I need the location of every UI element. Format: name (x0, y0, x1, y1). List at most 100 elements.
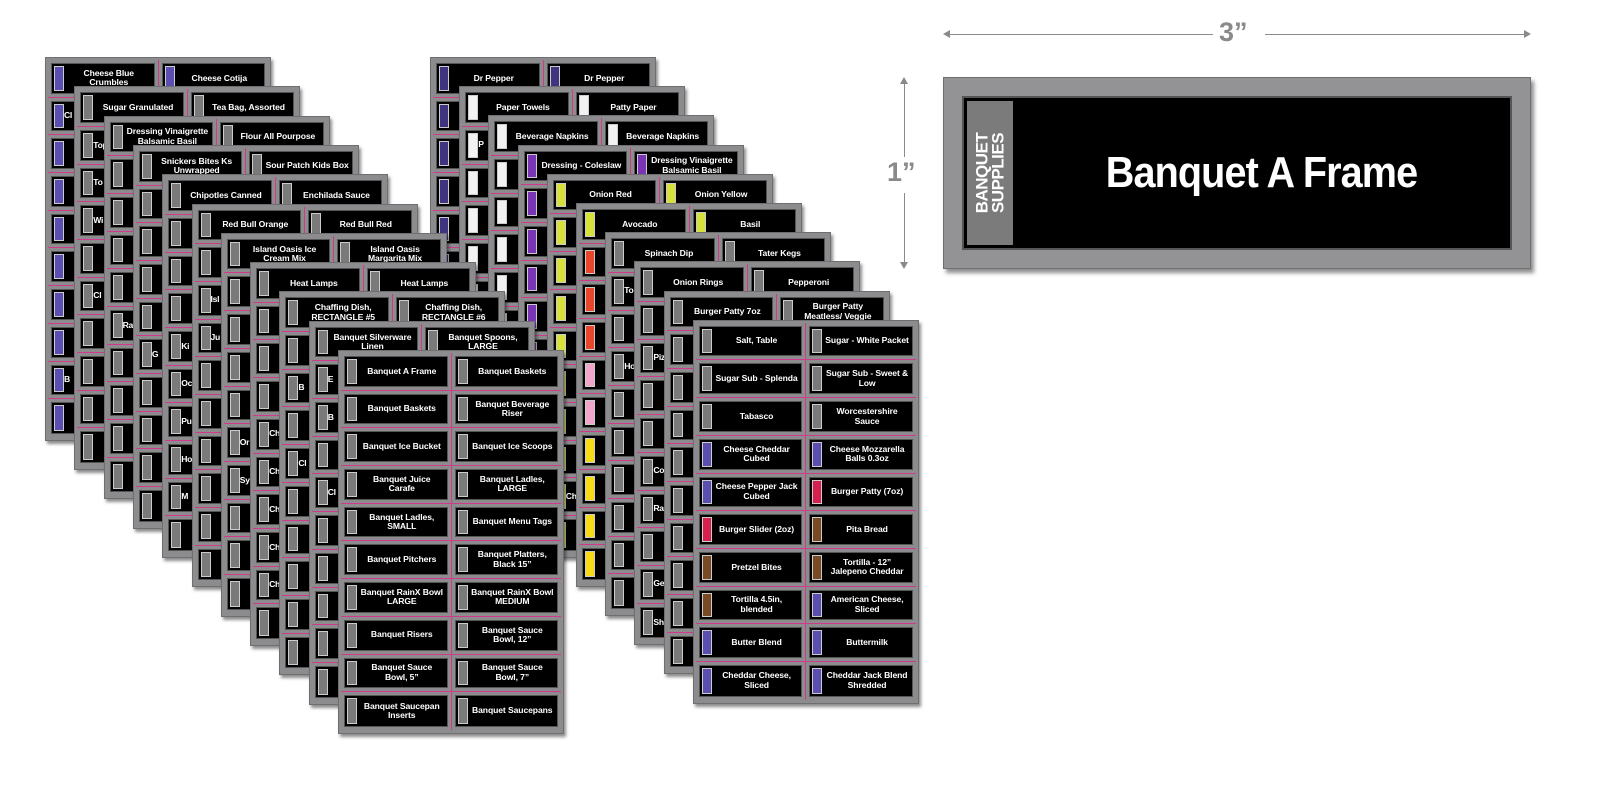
label-row: Cheese Pepper Jack Cubed Burger Patty (7o… (695, 473, 916, 512)
category-tab (229, 279, 240, 305)
label: Buttermilk (805, 624, 916, 661)
category-tab (457, 547, 468, 573)
label-text: Sy (239, 474, 250, 485)
label: Sugar Sub - Sweet & Low (805, 360, 916, 398)
category-tab (288, 601, 299, 627)
label-text: Cheese Cheddar Cubed (723, 443, 790, 464)
label: Cheese Cheddar Cubed (696, 436, 806, 473)
category-tab (317, 329, 328, 355)
category-tab (83, 359, 94, 384)
label: Banquet Ice Bucket (341, 428, 451, 465)
label-text: Chaffing Dish, RECTANGLE #5 (311, 302, 375, 322)
category-tab (497, 237, 508, 263)
category-tab (288, 451, 299, 476)
label-text: Heat Lamps (400, 277, 449, 288)
height-dimension-line-top (904, 81, 905, 157)
category-tab (171, 183, 182, 208)
width-dimension-line-left (947, 34, 1213, 35)
category-tab (83, 246, 94, 271)
label: Banquet Risers (341, 617, 451, 654)
label-text: Banquet Ladles, SMALL (369, 511, 435, 532)
label-text: Ch (269, 428, 280, 439)
category-tab (701, 404, 712, 429)
category-tab (54, 405, 64, 431)
label-face: Banquet Ice Scoops (454, 431, 558, 463)
category-tab (555, 220, 566, 246)
label-face: Burger Patty (7oz) (809, 476, 913, 508)
category-tab (288, 375, 299, 401)
label: Tortilla 4.5in, blended (696, 587, 806, 624)
label-text: Top (93, 139, 108, 150)
category-tab (259, 384, 270, 409)
label-text: Sugar - White Packet (825, 335, 909, 346)
category-tab (141, 380, 152, 405)
label-face: Banquet Risers (344, 619, 448, 651)
category-tab (555, 258, 566, 283)
category-tab (317, 555, 328, 581)
label-text: Tortilla - 12” Jalepeno Cheddar (830, 556, 904, 577)
label-face: Banquet Ice Bucket (344, 431, 448, 463)
label-face: Banquet Baskets (344, 393, 448, 425)
category-tab (457, 434, 468, 460)
label-text: Salt, Table (735, 335, 778, 346)
category-tab (229, 467, 240, 493)
category-tab (614, 467, 625, 492)
category-tab (643, 496, 654, 522)
category-tab (141, 493, 152, 519)
label-face: Cheese Pepper Jack Cubed (698, 476, 803, 508)
label-text: Ch (269, 466, 280, 477)
category-tab (347, 509, 357, 535)
category-tab (288, 488, 299, 514)
category-tab (439, 141, 449, 167)
category-tab (83, 321, 94, 347)
label-text: Banquet Ice Bucket (362, 440, 441, 451)
category-tab (317, 442, 328, 468)
label: Cheese Mozzarella Balls 0.3oz (805, 435, 916, 473)
label-face: Banquet Saucepan Inserts (344, 695, 448, 727)
category-tab (614, 505, 625, 530)
category-tab (812, 479, 823, 505)
label-text: Burger Slider (2oz) (719, 523, 795, 534)
category-tab (701, 328, 712, 354)
label: Banquet Menu Tags (450, 503, 562, 541)
label: Banquet Saucepan Inserts (341, 692, 451, 730)
category-tab (171, 220, 182, 246)
category-tab (672, 412, 683, 438)
label-text: Burger Patty (7oz) (830, 486, 904, 497)
label-text: Cheese Pepper Jack Cubed (715, 481, 798, 501)
label: Pretzel Bites (696, 549, 806, 586)
category-tab (468, 132, 479, 158)
category-tab (812, 592, 823, 618)
category-tab (288, 338, 299, 363)
category-tab (112, 162, 123, 187)
label-face: Pretzel Bites (698, 551, 803, 583)
label-row: Pretzel Bites Tortilla - 12” Jalepeno Che… (695, 548, 916, 587)
label: Tabasco (696, 398, 806, 435)
label-text: Oc (181, 378, 193, 389)
label-face: Cheese Mozzarella Balls 0.3oz (809, 438, 913, 470)
category-tab (585, 362, 595, 388)
category-tab (672, 525, 683, 551)
category-tab (812, 554, 823, 580)
label: Cheddar Cheese, Sliced (696, 662, 806, 700)
category-tab (83, 95, 94, 120)
label-text: Dr Pepper (473, 72, 514, 83)
label-face: Banquet Menu Tags (454, 506, 558, 538)
label-text: Worcestershire Sauce (836, 406, 898, 426)
category-tab (555, 182, 566, 208)
category-tab (229, 354, 240, 380)
label-row: Tabasco Worcestershire Sauce (695, 398, 916, 436)
category-tab (54, 254, 64, 280)
category-tab (701, 517, 712, 542)
category-tab (141, 266, 152, 292)
label-text: Onion Yellow (694, 189, 748, 200)
category-tab (200, 514, 211, 539)
category-tab (171, 333, 182, 359)
label-text: Banquet RainX Bowl LARGE (360, 586, 443, 607)
category-tab (614, 278, 625, 304)
category-tab (347, 622, 357, 648)
category-tab (555, 295, 566, 321)
